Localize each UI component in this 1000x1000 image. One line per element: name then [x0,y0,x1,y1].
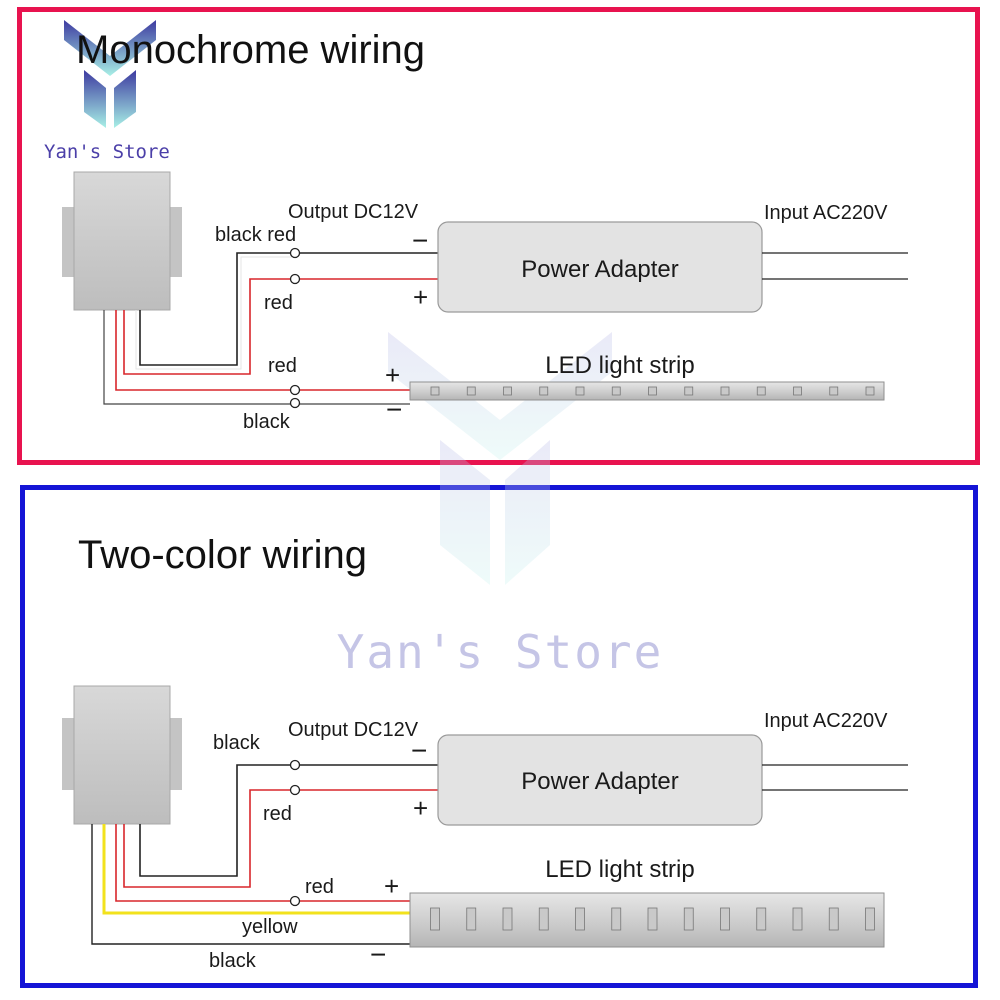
led-chip [792,907,803,931]
two-wire-label-red-strip: red [305,876,334,898]
led-chip [756,386,766,396]
two-title: Two-color wiring [78,533,367,577]
led-chip [466,907,477,931]
led-chip [575,386,585,396]
led-chip [720,907,730,931]
two-strip-minus: − [370,939,386,970]
mono-strip-plus: + [385,360,400,390]
mono-power-adapter [437,221,763,313]
mono-wire-label-red-strip: red [268,355,297,377]
led-chip [865,386,875,396]
mono-diagram: Output DC12V Input AC220V Power Adapter … [62,171,908,433]
mono-wire-red-strip [115,310,292,391]
led-chip [575,907,585,931]
led-chip [648,386,657,396]
two-adapter-minus: − [411,735,427,766]
led-chip [539,386,549,396]
mono-controller [62,171,182,311]
led-chip [720,386,730,396]
mono-wire-label-black-red: black red [215,224,296,246]
two-controller [62,685,182,825]
mono-wire-label-red-top: red [264,292,293,314]
two-wire-red-strip [115,824,292,902]
mono-output-label: Output DC12V [288,201,419,223]
led-chip [503,386,512,396]
led-chip [828,907,839,931]
two-strip-label: LED light strip [545,856,694,883]
led-chip [793,386,802,396]
mono-led-strip [409,381,885,401]
mono-adapter-plus: + [413,282,428,312]
two-output-label: Output DC12V [288,719,419,741]
mono-wire-label-black-strip: black [243,411,291,433]
mono-adapter-minus: − [412,225,428,256]
two-wire-label-red-top: red [263,803,292,825]
mono-strip-minus: − [386,394,402,425]
led-chip [829,386,839,396]
mono-wire-red-adapter [123,278,292,375]
two-wire-yellow-strip [102,824,412,915]
two-wire-black-adapter [139,764,292,877]
led-chip [502,907,513,931]
mono-wire-black-strip [103,310,292,405]
watermark-text: Yan's Store [337,625,664,679]
led-chip [430,907,440,931]
two-wire-label-black-top: black [213,732,261,754]
two-wire-black-strip [91,824,412,945]
two-wire-label-black-strip: black [209,950,257,972]
two-adapter-plus: + [413,793,428,823]
two-wire-label-yellow-strip: yellow [242,916,298,938]
led-chip [684,386,694,396]
two-color-panel [20,485,978,988]
two-led-chips [430,907,875,931]
led-chip [611,386,621,396]
led-chip [538,907,549,931]
led-chip [611,907,622,931]
two-input-label: Input AC220V [764,710,888,732]
led-chip [466,386,476,396]
two-adapter-label: Power Adapter [521,768,678,795]
two-strip-plus: + [384,871,399,901]
two-wire-red-adapter [123,789,292,888]
two-diagram: Output DC12V Input AC220V Power Adapter … [62,685,908,972]
mono-strip-label: LED light strip [545,352,694,379]
mono-input-label: Input AC220V [764,202,888,224]
led-chip [865,907,875,931]
led-chip [647,907,658,931]
store-logo-text: Yan's Store [44,141,170,163]
led-chip [756,907,767,931]
mono-wire-black-adapter [139,252,292,366]
led-chip [683,907,694,931]
mono-title: Monochrome wiring [76,28,426,72]
two-led-strip [409,892,885,948]
mono-adapter-label: Power Adapter [521,256,678,283]
led-chip [430,386,440,396]
two-power-adapter [437,734,763,826]
monochrome-panel [17,7,980,465]
mono-led-chips [430,386,875,396]
store-logo [64,20,156,128]
